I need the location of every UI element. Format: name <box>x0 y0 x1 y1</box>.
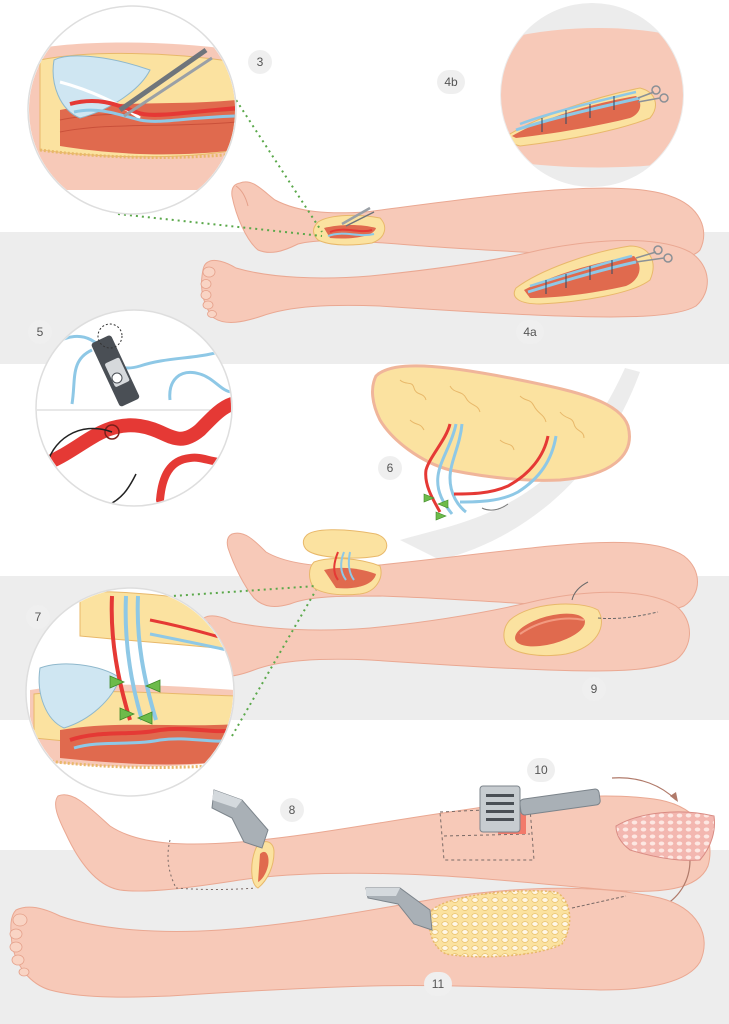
dermatome-10 <box>479 785 601 833</box>
leg-back-bottom <box>55 794 711 892</box>
legs-group-top <box>200 181 708 323</box>
leg-front-bottom <box>10 887 705 998</box>
inset-circle-3 <box>27 5 323 237</box>
flap-backdrop <box>400 368 640 560</box>
meshed-skin-graft <box>615 811 715 861</box>
step-label-10: 10 <box>527 758 555 782</box>
dermatome-8 <box>211 789 269 849</box>
step-label-4a: 4a <box>516 320 544 344</box>
step-label-6: 6 <box>378 456 402 480</box>
step-label-7: 7 <box>26 605 50 629</box>
flap-6 <box>371 364 631 521</box>
legs-group-middle <box>198 529 698 677</box>
graft-site-11 <box>428 890 571 958</box>
legs-group-bottom <box>9 777 715 998</box>
inset-circle-5 <box>35 309 233 507</box>
dermatome-11 <box>365 887 433 931</box>
step-label-11: 11 <box>424 972 452 996</box>
step-label-3: 3 <box>248 50 272 74</box>
step-label-5: 5 <box>28 320 52 344</box>
step-label-8: 8 <box>280 798 304 822</box>
step-label-9: 9 <box>582 677 606 701</box>
step-label-4b: 4b <box>437 70 465 94</box>
inset-circle-4b <box>500 3 684 187</box>
inset-circle-7 <box>25 585 317 797</box>
